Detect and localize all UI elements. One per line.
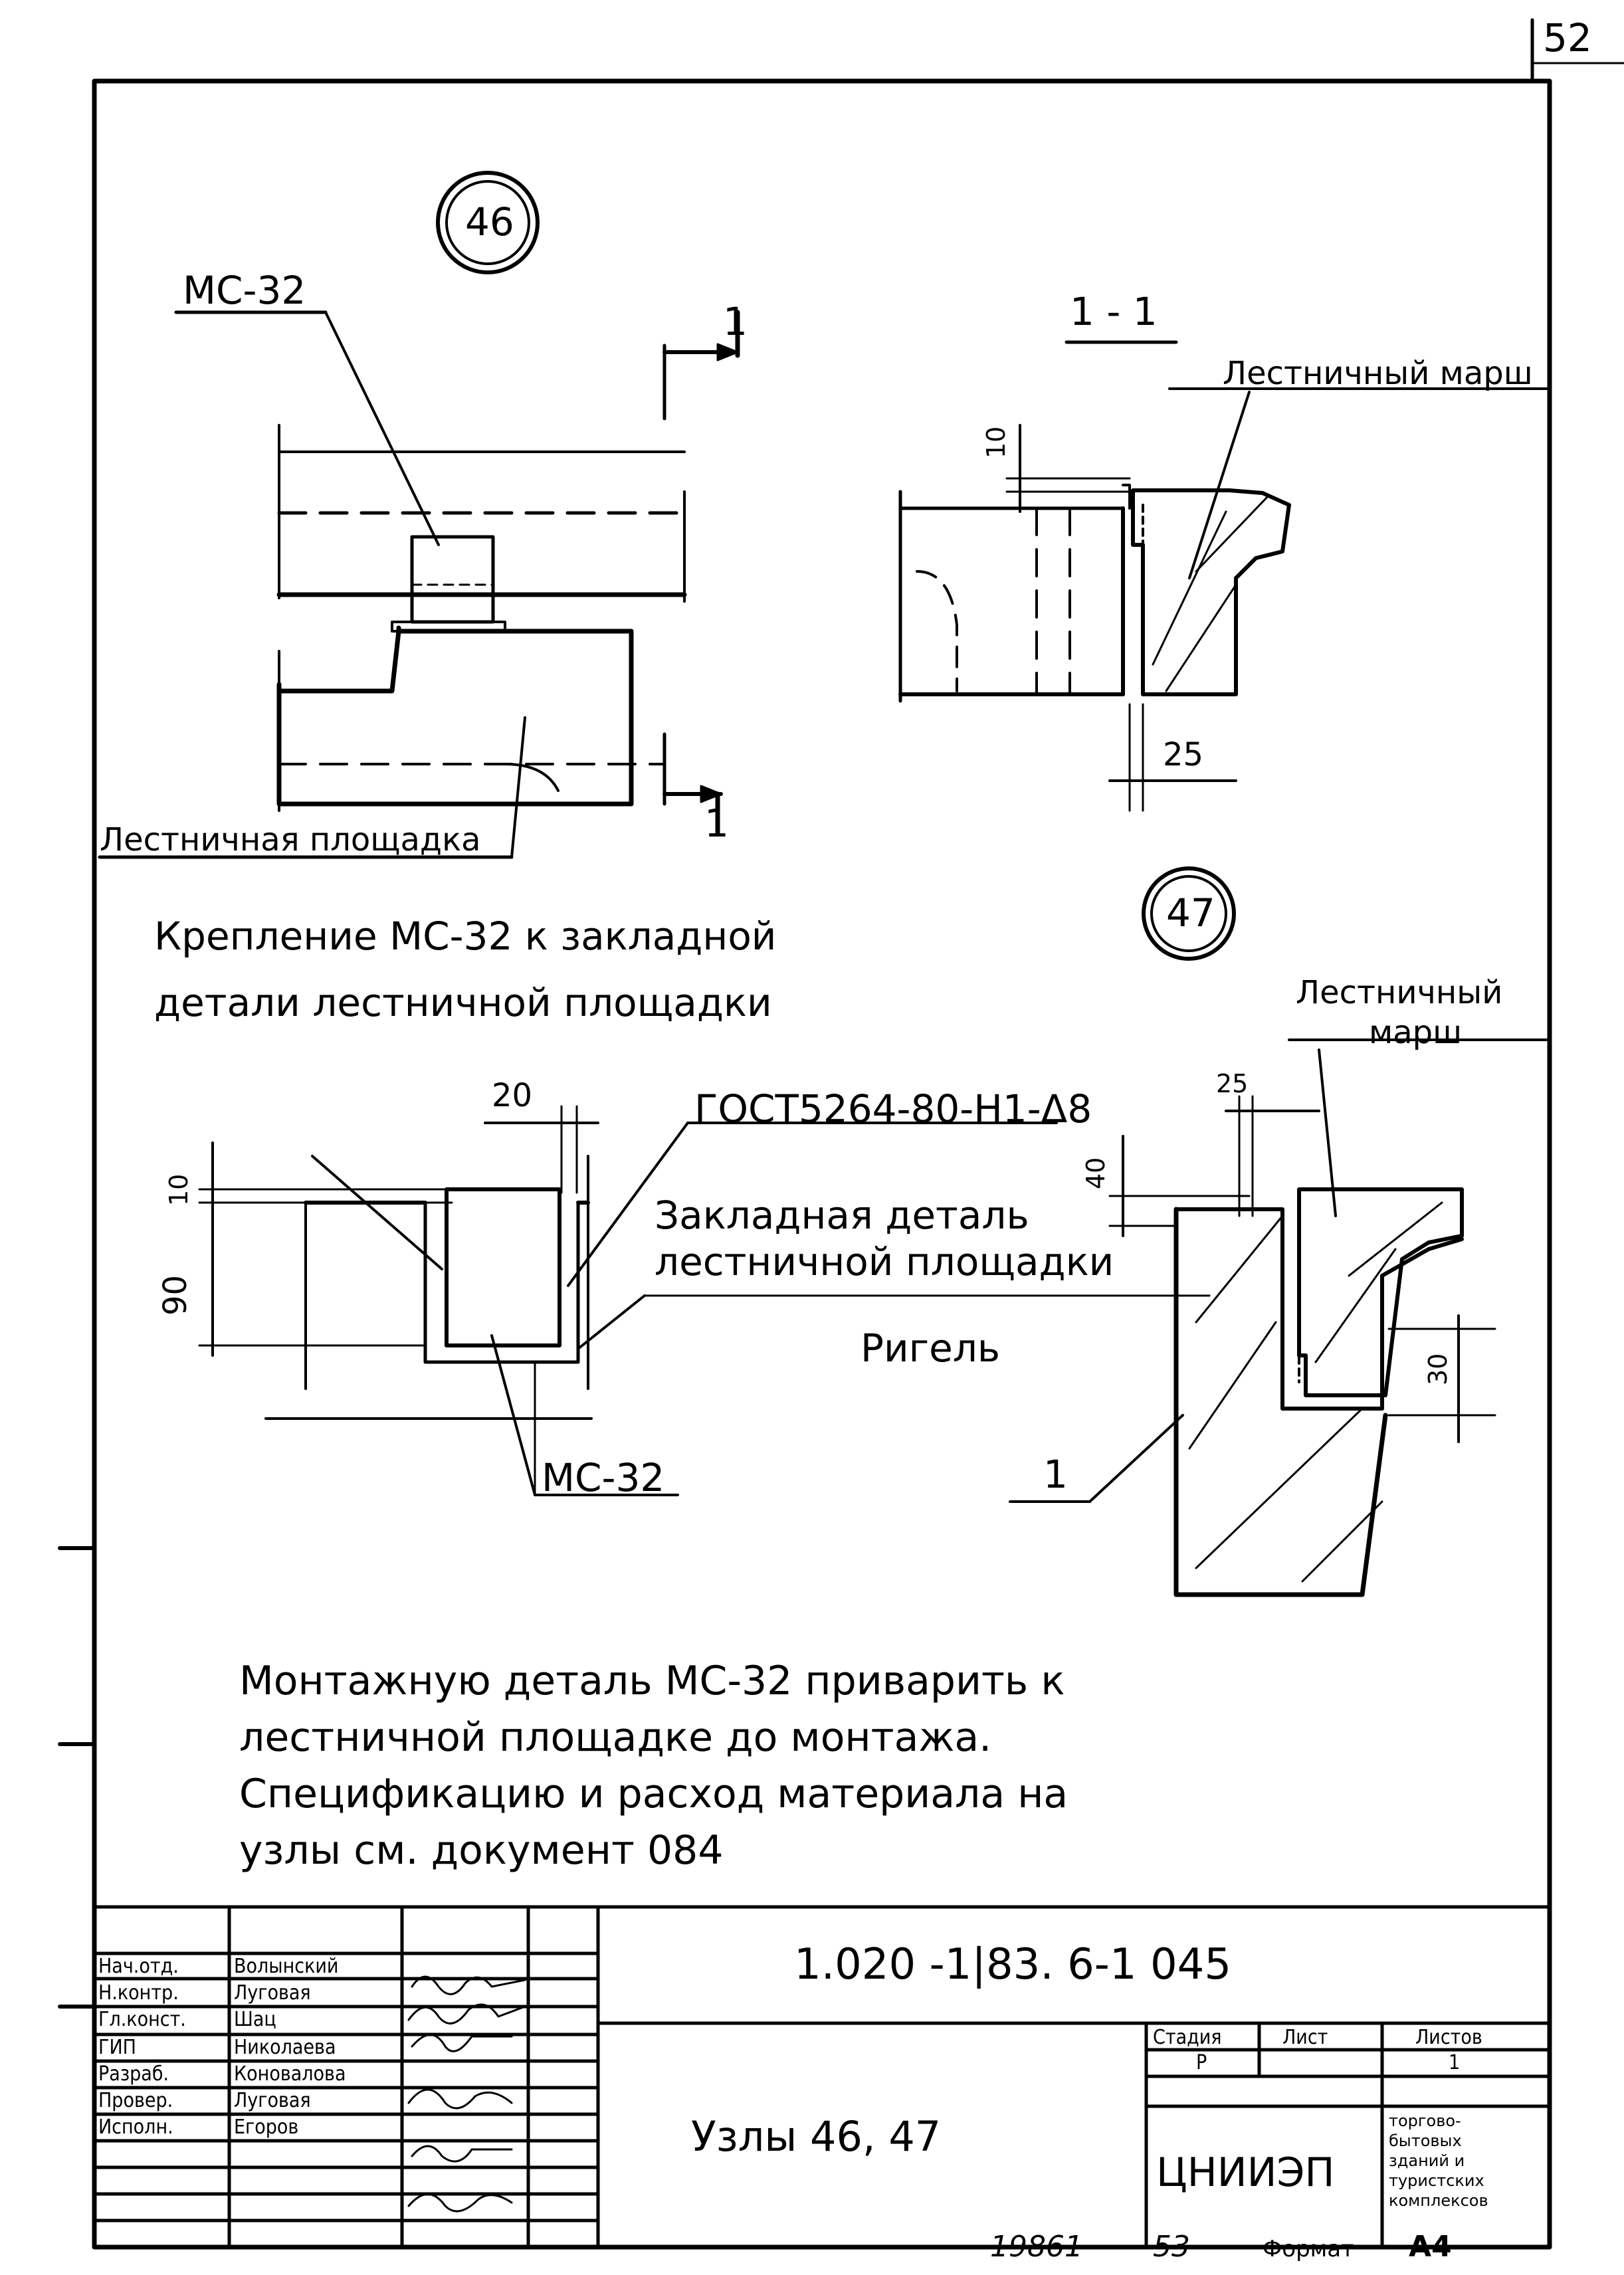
note-line: лестничной площадке до монтажа. bbox=[239, 1714, 992, 1761]
role-cell: Исполн. bbox=[98, 2116, 173, 2139]
detail-47-marker bbox=[1142, 866, 1236, 961]
dim-25-section: 25 bbox=[1163, 736, 1204, 773]
org-desc-line: зданий и bbox=[1389, 2151, 1465, 2170]
dim-10-weld: 10 bbox=[164, 1173, 193, 1206]
format-value: А4 bbox=[1409, 2230, 1452, 2264]
detail-46-marker bbox=[436, 171, 540, 274]
flight-label-47-1: Лестничный bbox=[1296, 974, 1503, 1011]
sheet-value: 1 bbox=[1449, 2051, 1461, 2074]
pointer-1-47: 1 bbox=[1043, 1452, 1068, 1497]
drawing-title: Узлы 46, 47 bbox=[691, 2112, 942, 2161]
role-cell: Разраб. bbox=[98, 2062, 169, 2086]
name-cell: Николаева bbox=[234, 2036, 336, 2059]
name-cell: Коновалова bbox=[234, 2062, 346, 2086]
dim-10-section: 10 bbox=[981, 426, 1011, 458]
name-cell: Егоров bbox=[234, 2116, 299, 2139]
gost-weld-spec: ГОСТ5264-80-Н1-Δ8 bbox=[694, 1086, 1092, 1132]
copy-number: 53 bbox=[1153, 2230, 1190, 2264]
role-cell: Нач.отд. bbox=[98, 1955, 179, 1978]
org-desc-line: комплексов bbox=[1389, 2191, 1488, 2210]
rigel-label: Ригель bbox=[861, 1326, 1001, 1371]
title-block-grid bbox=[92, 1905, 1552, 2249]
org-desc-line: торгово- bbox=[1389, 2112, 1461, 2130]
section-mark-bottom: 1 bbox=[704, 801, 729, 846]
org-desc-line: туристских bbox=[1389, 2171, 1484, 2190]
mc32-plate-weld bbox=[445, 1187, 561, 1347]
stage-value: Р bbox=[1196, 2051, 1207, 2074]
org-name: ЦНИИЭП bbox=[1156, 2149, 1335, 2196]
dim-40-47: 40 bbox=[1081, 1157, 1110, 1189]
caption-line-2: детали лестничной площадки bbox=[154, 980, 772, 1025]
dim-20-weld: 20 bbox=[492, 1077, 533, 1114]
sheet-frame bbox=[92, 78, 1552, 2250]
name-cell: Волынский bbox=[234, 1955, 339, 1978]
inventory-number: 19861 bbox=[990, 2230, 1083, 2264]
flight-label-47-2: марш bbox=[1369, 1014, 1463, 1051]
mc32-plate-plan bbox=[410, 535, 495, 624]
role-cell: Провер. bbox=[98, 2089, 173, 2112]
note-line: Монтажную деталь МС-32 приварить к bbox=[239, 1658, 1065, 1704]
flight-label-1-1: Лестничный марш bbox=[1223, 355, 1533, 392]
name-cell: Луговая bbox=[234, 2089, 311, 2112]
mc32-label-46: МС-32 bbox=[183, 268, 306, 313]
page-number: 52 bbox=[1543, 15, 1592, 60]
note-line: Спецификацию и расход материала на bbox=[239, 1771, 1068, 1817]
section-mark-top: 1 bbox=[723, 299, 748, 344]
caption-line-1: Крепление МС-32 к закладной bbox=[154, 914, 777, 959]
role-cell: Н.контр. bbox=[98, 1981, 179, 2005]
dim-90-weld: 90 bbox=[157, 1274, 194, 1316]
org-desc-line: бытовых bbox=[1389, 2131, 1462, 2150]
dim-30-47: 30 bbox=[1423, 1353, 1453, 1385]
embedded-label-2: лестничной площадки bbox=[655, 1239, 1114, 1284]
note-line: узлы см. документ 084 bbox=[239, 1827, 724, 1874]
doc-code: 1.020 -1|83. 6-1 045 bbox=[794, 1940, 1232, 1989]
dim-25-47: 25 bbox=[1216, 1069, 1249, 1098]
embedded-label-1: Закладная деталь bbox=[655, 1193, 1029, 1238]
sheet-header: Лист bbox=[1282, 2026, 1328, 2049]
role-cell: Гл.конст. bbox=[98, 2008, 186, 2031]
landing-label: Лестничная площадка bbox=[100, 821, 481, 858]
signatures bbox=[407, 1975, 526, 2213]
name-cell: Шац bbox=[234, 2008, 276, 2031]
detail-47-number: 47 bbox=[1166, 890, 1215, 936]
role-cell: ГИП bbox=[98, 2036, 136, 2059]
detail-46-number: 46 bbox=[465, 199, 514, 245]
section-1-1-title: 1 - 1 bbox=[1070, 289, 1158, 334]
stage-header: Стадия bbox=[1153, 2026, 1222, 2049]
name-cell: Луговая bbox=[234, 1981, 311, 2005]
format-label: Формат bbox=[1263, 2236, 1354, 2262]
mc32-label-weld: МС-32 bbox=[542, 1455, 665, 1500]
sheets-header: Листов bbox=[1415, 2026, 1482, 2049]
